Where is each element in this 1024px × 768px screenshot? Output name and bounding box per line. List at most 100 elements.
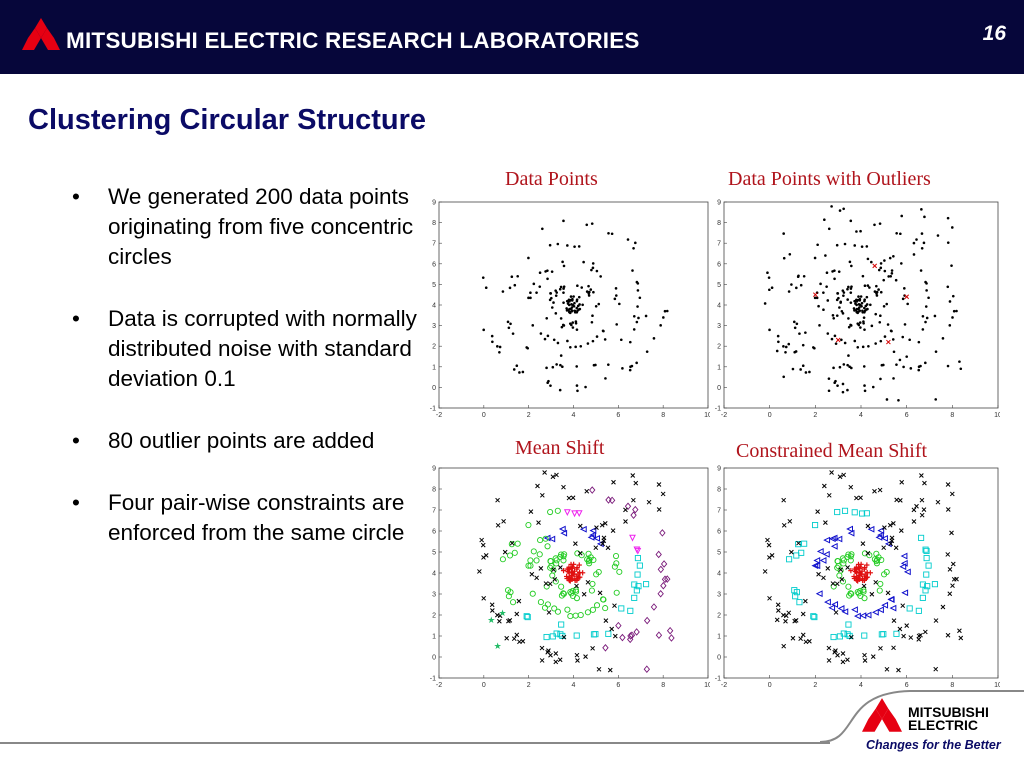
data-point bbox=[591, 339, 595, 343]
data-point bbox=[872, 488, 877, 494]
x-tick-label: 8 bbox=[950, 412, 954, 419]
data-point bbox=[535, 483, 540, 489]
data-point-stroke bbox=[594, 525, 599, 531]
data-point-stroke bbox=[601, 538, 607, 544]
data-point bbox=[832, 366, 835, 370]
data-point bbox=[821, 483, 827, 489]
data-point bbox=[527, 296, 530, 300]
y-tick-label: 1 bbox=[432, 634, 436, 641]
data-point bbox=[763, 302, 767, 305]
data-point bbox=[509, 322, 512, 326]
data-point bbox=[577, 245, 581, 248]
data-point bbox=[810, 613, 817, 620]
data-point-stroke bbox=[803, 598, 808, 604]
data-point bbox=[845, 657, 850, 663]
data-point-stroke bbox=[837, 474, 843, 480]
bullet-item: •Data is corrupted with normally distrib… bbox=[72, 304, 422, 394]
data-point bbox=[877, 487, 883, 493]
data-point-stroke bbox=[803, 639, 809, 645]
data-point bbox=[511, 332, 515, 335]
data-point bbox=[501, 518, 506, 524]
data-point-stroke bbox=[495, 522, 501, 528]
data-point bbox=[564, 573, 570, 580]
data-point bbox=[846, 592, 853, 599]
data-point bbox=[859, 510, 866, 517]
data-point bbox=[630, 511, 637, 519]
data-point bbox=[506, 320, 510, 324]
data-point bbox=[906, 605, 913, 612]
data-point-stroke bbox=[789, 549, 794, 555]
data-point bbox=[957, 628, 962, 634]
data-point bbox=[949, 530, 954, 536]
x-tick-label: 8 bbox=[950, 682, 954, 689]
slide-title: Clustering Circular Structure bbox=[28, 104, 427, 136]
data-point bbox=[924, 583, 931, 590]
x-tick-label: -2 bbox=[721, 412, 727, 419]
data-point bbox=[857, 295, 860, 298]
data-point-stroke bbox=[840, 659, 846, 665]
data-point bbox=[614, 287, 618, 290]
data-point-stroke bbox=[517, 639, 522, 645]
data-point bbox=[873, 579, 879, 585]
x-tick-label: 8 bbox=[661, 682, 665, 689]
data-point bbox=[590, 222, 594, 225]
data-point bbox=[862, 316, 866, 319]
data-point bbox=[576, 309, 579, 312]
data-point bbox=[554, 294, 558, 297]
data-point bbox=[846, 525, 853, 533]
data-point bbox=[860, 301, 864, 305]
data-point bbox=[784, 345, 788, 349]
data-point-stroke bbox=[783, 618, 788, 624]
y-tick-label: -1 bbox=[715, 406, 721, 413]
data-point bbox=[525, 562, 532, 569]
data-point-stroke bbox=[775, 602, 781, 608]
data-point bbox=[798, 636, 803, 642]
data-point bbox=[621, 367, 624, 370]
data-point bbox=[636, 562, 643, 569]
data-point bbox=[610, 528, 616, 533]
data-point-stroke bbox=[950, 583, 955, 589]
data-point bbox=[919, 581, 926, 588]
data-point bbox=[917, 365, 921, 369]
data-point bbox=[909, 367, 913, 370]
data-point-stroke bbox=[597, 590, 603, 596]
data-point-stroke bbox=[908, 635, 914, 640]
data-point bbox=[933, 618, 939, 623]
data-point bbox=[912, 241, 916, 245]
data-point bbox=[866, 257, 870, 261]
data-point bbox=[577, 574, 583, 580]
data-point bbox=[840, 309, 844, 313]
data-point bbox=[581, 303, 584, 307]
data-point bbox=[795, 541, 802, 548]
data-point bbox=[536, 520, 541, 525]
data-point-stroke bbox=[899, 479, 905, 485]
data-point bbox=[830, 337, 834, 341]
y-tick-label: 4 bbox=[717, 571, 721, 578]
data-point bbox=[529, 590, 536, 597]
data-point bbox=[846, 388, 849, 392]
data-point bbox=[577, 295, 581, 299]
data-point bbox=[919, 512, 925, 518]
plot-title-data-points-outliers: Data Points with Outliers bbox=[728, 168, 931, 190]
data-point bbox=[890, 329, 893, 333]
data-point bbox=[825, 271, 829, 275]
data-point bbox=[575, 299, 579, 303]
data-point bbox=[863, 510, 870, 517]
data-point bbox=[933, 314, 937, 318]
data-point bbox=[898, 528, 904, 533]
x-tick-label: -2 bbox=[436, 412, 442, 419]
data-point bbox=[585, 558, 592, 565]
data-point bbox=[520, 638, 526, 644]
data-point-stroke bbox=[545, 649, 551, 655]
data-point bbox=[615, 621, 622, 630]
data-point bbox=[921, 507, 927, 512]
data-point-stroke bbox=[581, 591, 587, 597]
data-point-stroke bbox=[888, 541, 894, 547]
data-point-stroke bbox=[919, 473, 924, 478]
data-point bbox=[840, 560, 847, 567]
data-point-stroke bbox=[878, 645, 883, 651]
y-tick-label: 3 bbox=[717, 323, 721, 330]
data-point bbox=[834, 342, 838, 345]
data-point bbox=[776, 334, 780, 338]
data-point bbox=[507, 326, 511, 330]
